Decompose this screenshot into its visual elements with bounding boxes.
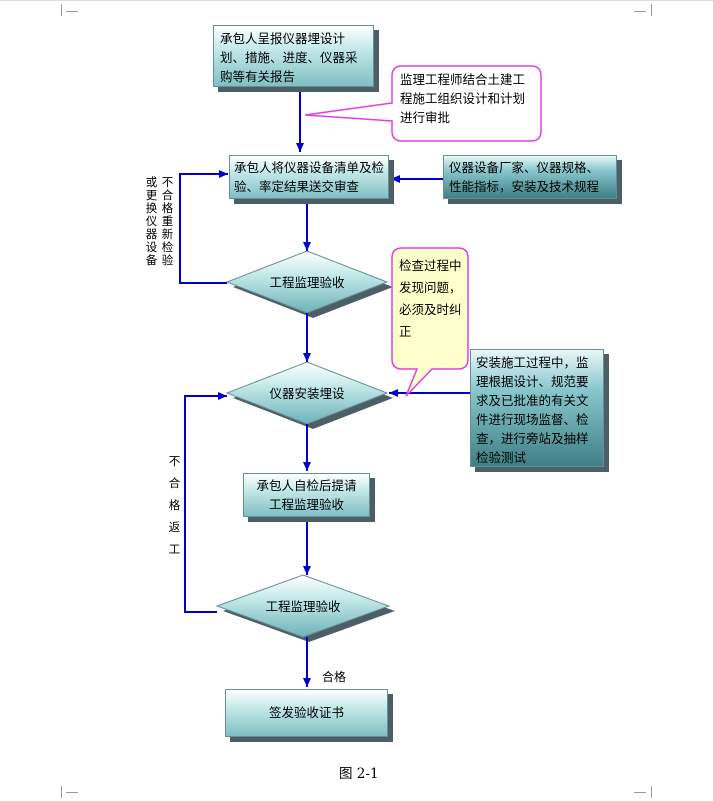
label-reject-retest-col2: 或更换仪器设备 bbox=[145, 175, 158, 267]
box-submit-list-text: 承包人将仪器设备清单及检验、率定结果送交审查 bbox=[234, 160, 385, 194]
crop-mark-tr bbox=[651, 4, 652, 16]
crop-mark-tl bbox=[61, 4, 62, 16]
crop-mark-tl-h bbox=[66, 11, 78, 12]
crop-mark-bl-h bbox=[66, 792, 78, 793]
loop-reject-retest bbox=[179, 170, 228, 284]
loop-reject-rework bbox=[184, 392, 227, 613]
box-submit-plan-text: 承包人呈报仪器埋设计划、措施、进度、仪器采购等有关报告 bbox=[220, 31, 358, 84]
label-reject-retest-col1: 不合格重新检验 bbox=[161, 175, 174, 267]
box-sign-cert: 签发验收证书 bbox=[225, 689, 388, 737]
decision-label-install: 仪器安装埋设 bbox=[269, 386, 345, 401]
box-self-check-text: 承包人自检后提请工程监理验收 bbox=[256, 478, 357, 512]
box-factory-info: 仪器设备厂家、仪器规格、性能指标，安装及技术规程 bbox=[443, 155, 617, 199]
label-pass: 合格 bbox=[322, 670, 347, 684]
crop-mark-bl bbox=[61, 786, 62, 798]
figure-caption: 图 2-1 bbox=[339, 766, 379, 782]
note-fix-problems: 检查过程中发现问题，必须及时纠正 bbox=[399, 255, 465, 343]
box-install-supervision: 安装施工过程中，监理根据设计、规范要求及已批准的有关文件进行现场监督、检查，进行… bbox=[470, 349, 604, 467]
crop-mark-br-h bbox=[634, 792, 646, 793]
note-engineer-review-text: 监理工程师结合土建工程施工组织设计和计划进行审批 bbox=[400, 72, 526, 125]
decision-diamond-accept-2 bbox=[215, 574, 391, 638]
box-self-check: 承包人自检后提请工程监理验收 bbox=[243, 473, 370, 517]
box-submit-plan: 承包人呈报仪器埋设计划、措施、进度、仪器采购等有关报告 bbox=[213, 25, 374, 87]
label-reject-rework: 不合格返工 bbox=[168, 454, 181, 556]
callout-engineer-review bbox=[304, 65, 542, 142]
note-engineer-review: 监理工程师结合土建工程施工组织设计和计划进行审批 bbox=[400, 70, 536, 127]
box-install-supervision-text: 安装施工过程中，监理根据设计、规范要求及已批准的有关文件进行现场监督、检查，进行… bbox=[476, 355, 589, 465]
box-sign-cert-text: 签发验收证书 bbox=[268, 705, 344, 720]
crop-mark-br bbox=[651, 786, 652, 798]
note-fix-problems-text: 检查过程中发现问题，必须及时纠正 bbox=[399, 258, 462, 339]
decision-label-accept-2: 工程监理验收 bbox=[265, 599, 341, 614]
decision-label-accept-1: 工程监理验收 bbox=[269, 275, 345, 290]
box-submit-list: 承包人将仪器设备清单及检验、率定结果送交审查 bbox=[229, 155, 389, 199]
box-factory-info-text: 仪器设备厂家、仪器规格、性能指标，安装及技术规程 bbox=[449, 160, 600, 194]
callout-fix-problems bbox=[391, 247, 469, 397]
crop-mark-tr-h bbox=[634, 11, 646, 12]
